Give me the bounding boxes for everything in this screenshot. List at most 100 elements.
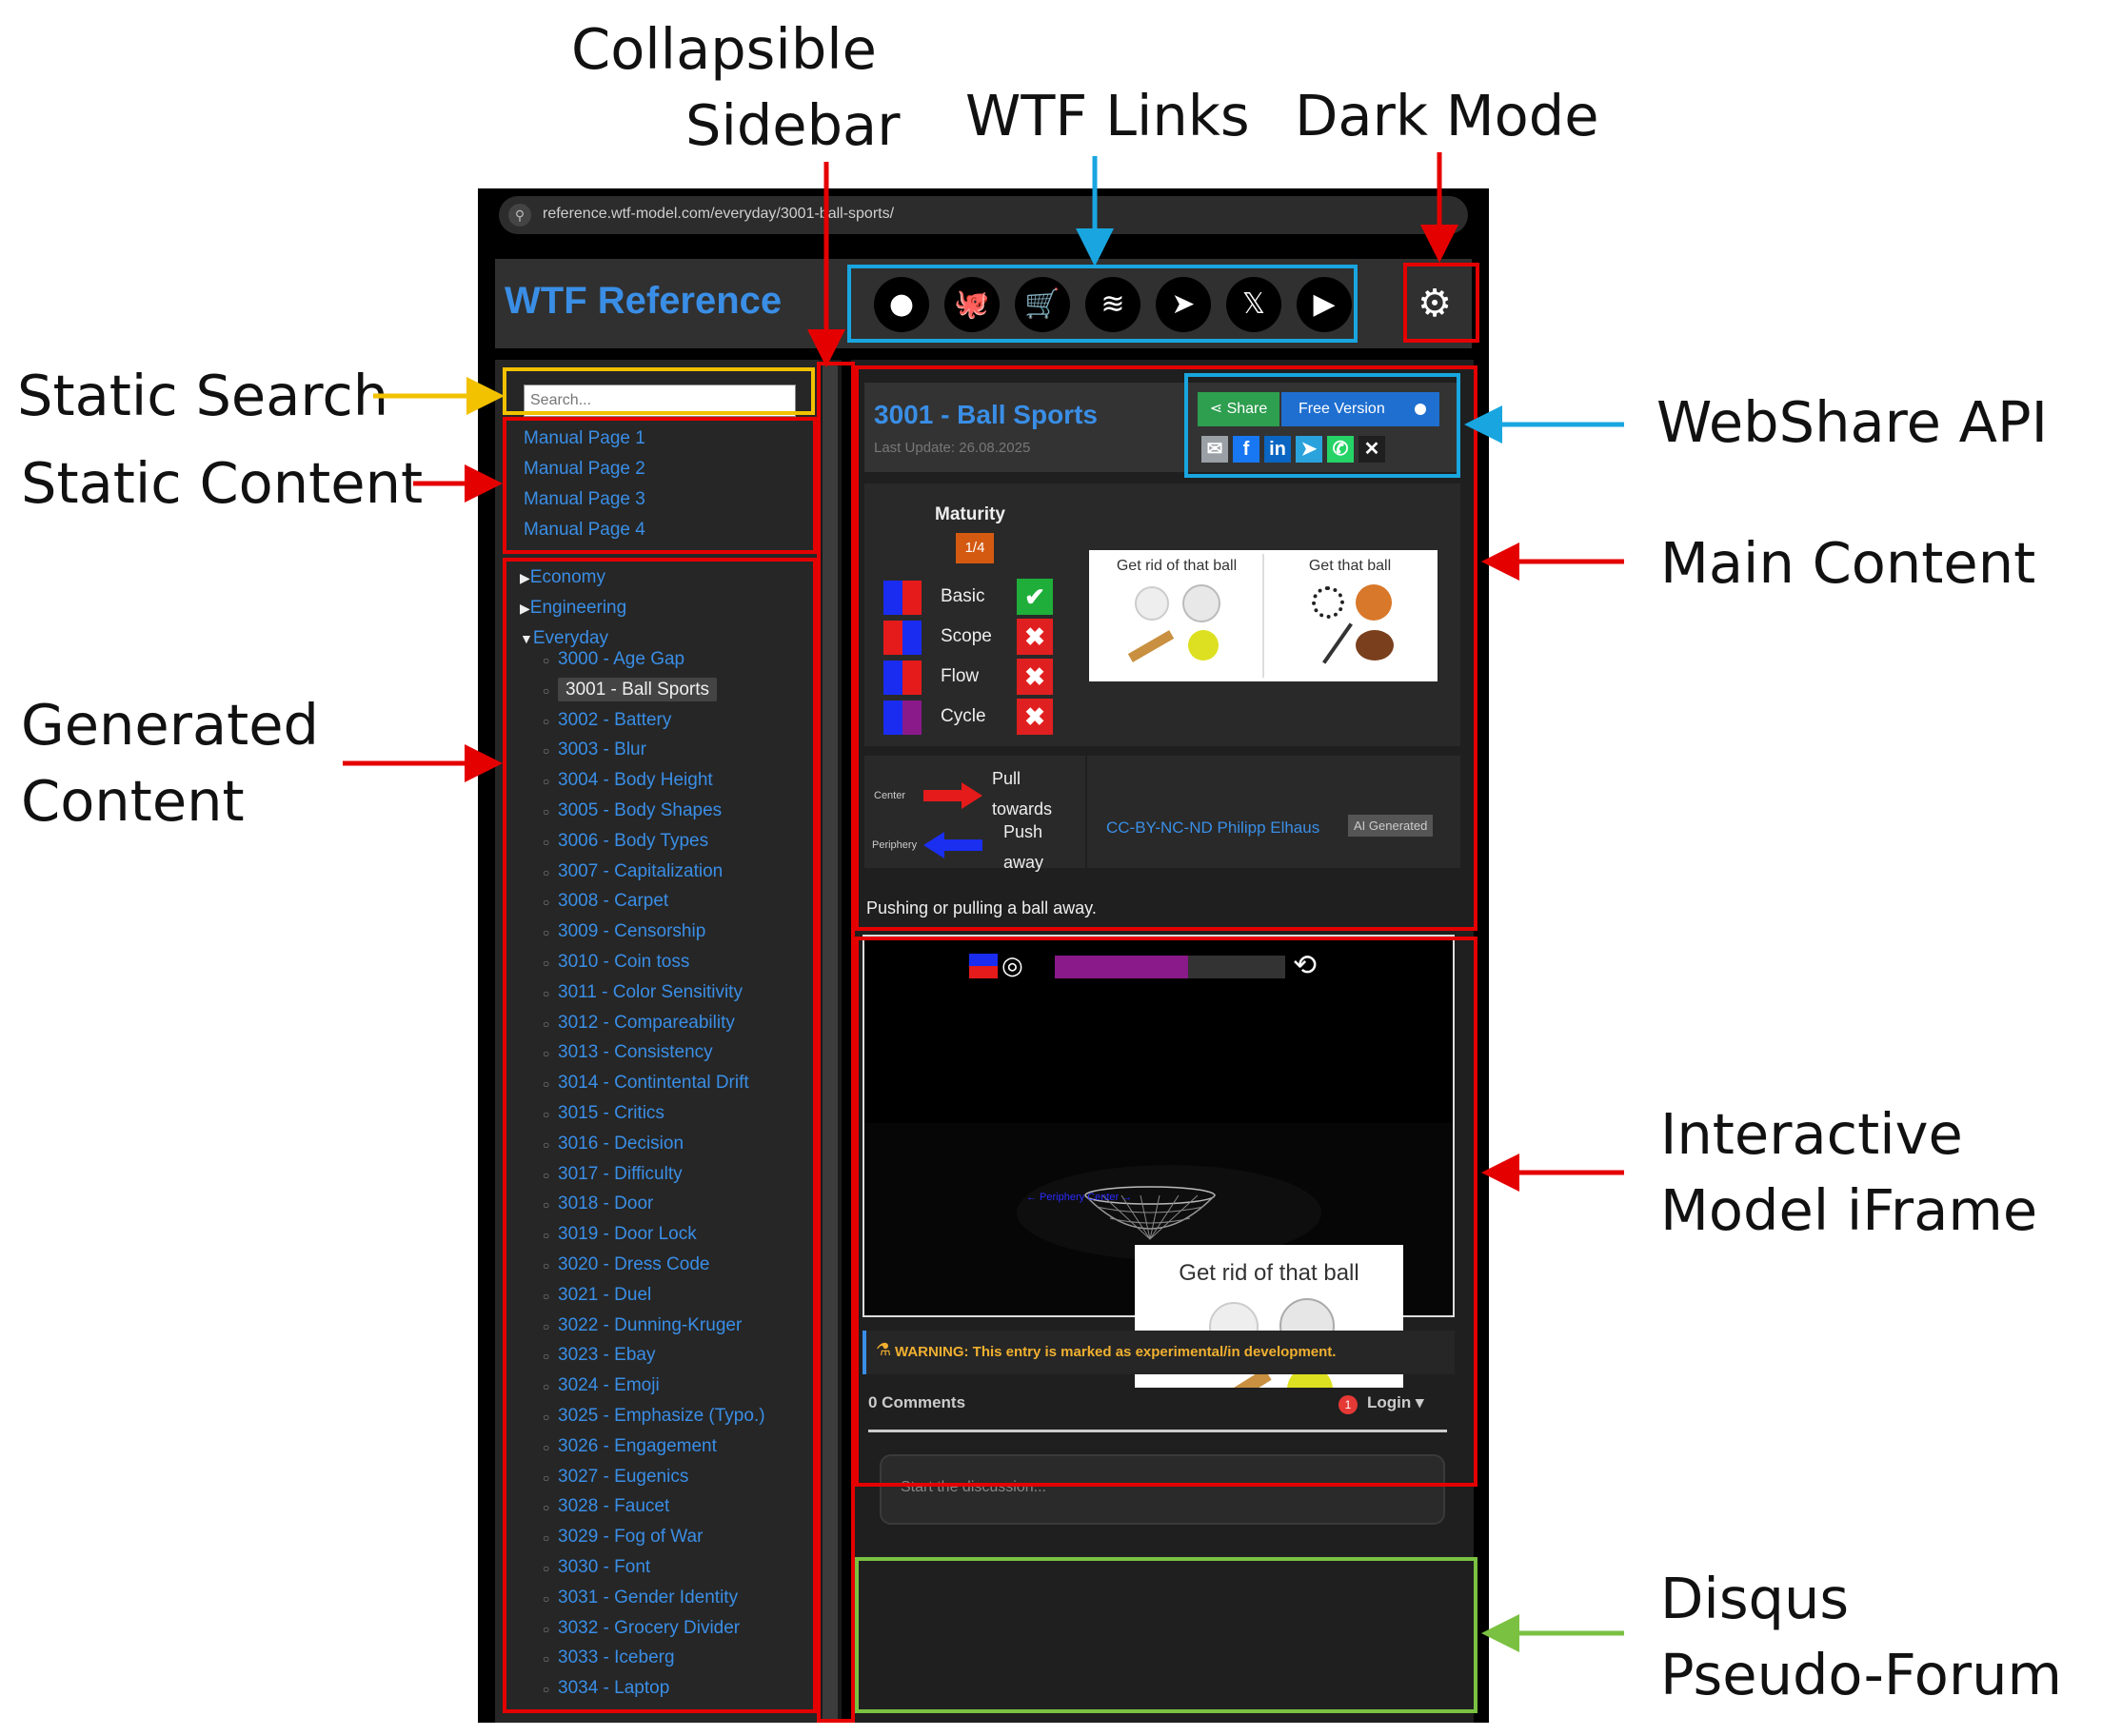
tornado-icon[interactable]: ≋ [1085, 277, 1140, 332]
football-icon [1356, 630, 1394, 661]
sidebar-entry[interactable]: ○3004 - Body Height [543, 766, 713, 795]
category-economy[interactable]: ▶Economy [520, 567, 605, 588]
sidebar-entry[interactable]: ○3030 - Font [543, 1553, 650, 1582]
sidebar-entry[interactable]: ○3007 - Capitalization [543, 858, 723, 886]
sidebar-entry[interactable]: ○3027 - Eugenics [543, 1463, 688, 1491]
sidebar-entry[interactable]: ○3029 - Fog of War [543, 1523, 703, 1551]
site-settings-icon[interactable]: ⚲ [508, 204, 531, 227]
sidebar-entry[interactable]: ○3032 - Grocery Divider [543, 1614, 740, 1643]
sidebar-entry[interactable]: ○3017 - Difficulty [543, 1160, 683, 1189]
sidebar-entry[interactable]: ○3026 - Engagement [543, 1432, 717, 1461]
sidebar-entry[interactable]: ○3014 - Contintental Drift [543, 1069, 749, 1097]
telegram-icon[interactable]: ➤ [1156, 277, 1211, 332]
sidebar-entry-label: 3016 - Decision [558, 1133, 684, 1154]
login-dropdown[interactable]: Login ▾ [1367, 1393, 1424, 1411]
manual-page-link[interactable]: Manual Page 3 [524, 489, 645, 509]
sidebar-entry[interactable]: ○3011 - Color Sensitivity [543, 978, 743, 1007]
share-button[interactable]: ⋖ Share [1198, 392, 1279, 426]
scope-flag-red-icon [969, 966, 998, 978]
annotation-collapsible-sidebar: Collapsible Sidebar [571, 11, 900, 164]
cross-icon: ✖ [1017, 699, 1053, 735]
x-share-icon[interactable]: ✕ [1358, 436, 1385, 463]
sidebar-entry-label: 3013 - Consistency [558, 1042, 713, 1063]
sidebar-entry[interactable]: ○3025 - Emphasize (Typo.) [543, 1402, 765, 1430]
annotation-dark-mode: Dark Mode [1295, 83, 1599, 148]
bullet-icon: ○ [543, 1047, 550, 1061]
sidebar-entry[interactable]: ○3015 - Critics [543, 1099, 664, 1128]
sidebar-entry[interactable]: ○3022 - Dunning-Kruger [543, 1312, 742, 1340]
illustration-card[interactable]: Get rid of that ball Get that ball [1089, 550, 1438, 681]
manual-page-link[interactable]: Manual Page 1 [524, 428, 645, 448]
annotation-disqus-line2: Pseudo-Forum [1660, 1642, 2062, 1707]
sidebar-entry[interactable]: ○3005 - Body Shapes [543, 797, 722, 825]
maturity-row-label: Scope [941, 626, 992, 646]
sidebar-entry[interactable]: ○3033 - Iceberg [543, 1644, 675, 1672]
triangle-right-icon: ▶ [520, 601, 530, 616]
sidebar-entry[interactable]: ○3023 - Ebay [543, 1341, 655, 1370]
sidebar-scrollbar[interactable] [823, 364, 838, 1723]
youtube-icon[interactable]: ▶ [1297, 277, 1352, 332]
sidebar-entry[interactable]: ○3028 - Faucet [543, 1492, 669, 1521]
site-title[interactable]: WTF Reference [505, 280, 783, 322]
sidebar-entry[interactable]: ○3018 - Door [543, 1190, 653, 1218]
telegram-share-icon[interactable]: ➤ [1296, 436, 1322, 463]
gear-icon[interactable]: ⚙ [1418, 282, 1452, 326]
sidebar-entry[interactable]: ○3008 - Carpet [543, 887, 668, 916]
sidebar-entry[interactable]: ○3031 - Gender Identity [543, 1584, 738, 1612]
facebook-icon[interactable]: f [1233, 436, 1259, 463]
whatsapp-icon[interactable]: ✆ [1327, 436, 1354, 463]
sidebar-entry[interactable]: ○3012 - Compareability [543, 1009, 735, 1037]
github-icon[interactable]: 🐙 [944, 277, 1000, 332]
sidebar-entry[interactable]: ○3000 - Age Gap [543, 645, 684, 674]
sidebar-entry[interactable]: ○3006 - Body Types [543, 827, 708, 856]
sidebar-entry[interactable]: ○3021 - Duel [543, 1281, 651, 1310]
shop-cart-icon[interactable]: 🛒 [1015, 277, 1070, 332]
license-link[interactable]: CC-BY-NC-ND Philipp Elhaus [1106, 819, 1320, 837]
manual-page-link[interactable]: Manual Page 4 [524, 520, 645, 540]
free-version-button[interactable]: Free Version [1281, 392, 1439, 426]
sidebar-entry[interactable]: ○3009 - Censorship [543, 917, 705, 946]
sidebar-entry[interactable]: ○3001 - Ball Sports [543, 676, 718, 704]
linkedin-icon[interactable]: in [1264, 436, 1291, 463]
sidebar-entry[interactable]: ○3019 - Door Lock [543, 1220, 697, 1249]
sidebar-entry[interactable]: ○3010 - Coin toss [543, 948, 689, 976]
loop-icon[interactable]: ⟲ [1293, 949, 1318, 982]
sidebar-entry[interactable]: ○ 3013 - Consistency [543, 1038, 713, 1067]
view-globe-icon[interactable]: ◎ [1001, 952, 1023, 980]
wtf-links: ● 🐙 🛒 ≋ ➤ 𝕏 ▶ [864, 270, 1359, 337]
category-engineering[interactable]: ▶Engineering [520, 598, 626, 619]
sidebar-entry[interactable]: ○3020 - Dress Code [543, 1251, 709, 1279]
annotation-webshare-api: WebShare API [1656, 389, 2048, 455]
bullet-icon: ○ [543, 1016, 550, 1031]
model-progress-bar[interactable] [1055, 956, 1285, 978]
tennis-ball-icon [1188, 630, 1219, 661]
category-everyday[interactable]: ▼Everyday [520, 628, 608, 649]
bullet-icon: ○ [543, 775, 550, 789]
maturity-scope-icon [883, 621, 922, 655]
sidebar-entry-label: 3030 - Font [558, 1557, 651, 1577]
bullet-icon: ○ [543, 744, 550, 759]
maturity-row-label: Flow [941, 666, 980, 686]
email-icon[interactable]: ✉ [1201, 436, 1228, 463]
sidebar-entry[interactable]: ○3016 - Decision [543, 1130, 684, 1158]
toggle-dot-icon [1415, 404, 1426, 415]
sidebar-entry[interactable]: ○3024 - Emoji [543, 1371, 660, 1400]
bullet-icon: ○ [543, 986, 550, 1000]
disqus-divider [868, 1430, 1447, 1432]
sidebar-entry[interactable]: ○3003 - Blur [543, 736, 646, 764]
manual-page-link[interactable]: Manual Page 2 [524, 459, 645, 479]
bullet-icon: ○ [543, 926, 550, 940]
sidebar-entry-label: 3021 - Duel [558, 1284, 652, 1305]
periphery-label: Periphery [872, 839, 918, 851]
x-icon[interactable]: 𝕏 [1226, 277, 1281, 332]
chat-bubble-icon[interactable]: ● [874, 277, 929, 332]
notification-badge[interactable]: 1 [1339, 1395, 1358, 1414]
sidebar-entry[interactable]: ○3034 - Laptop [543, 1674, 669, 1703]
sidebar-entry-label: 3008 - Carpet [558, 891, 669, 912]
sidebar-entry-label: 3010 - Coin toss [558, 952, 690, 972]
sidebar-entry[interactable]: ○3002 - Battery [543, 706, 671, 735]
sidebar-entry-label: 3006 - Body Types [558, 830, 709, 851]
center-label: Center [874, 790, 906, 801]
address-bar[interactable]: ⚲ reference.wtf-model.com/everyday/3001-… [499, 196, 1468, 234]
